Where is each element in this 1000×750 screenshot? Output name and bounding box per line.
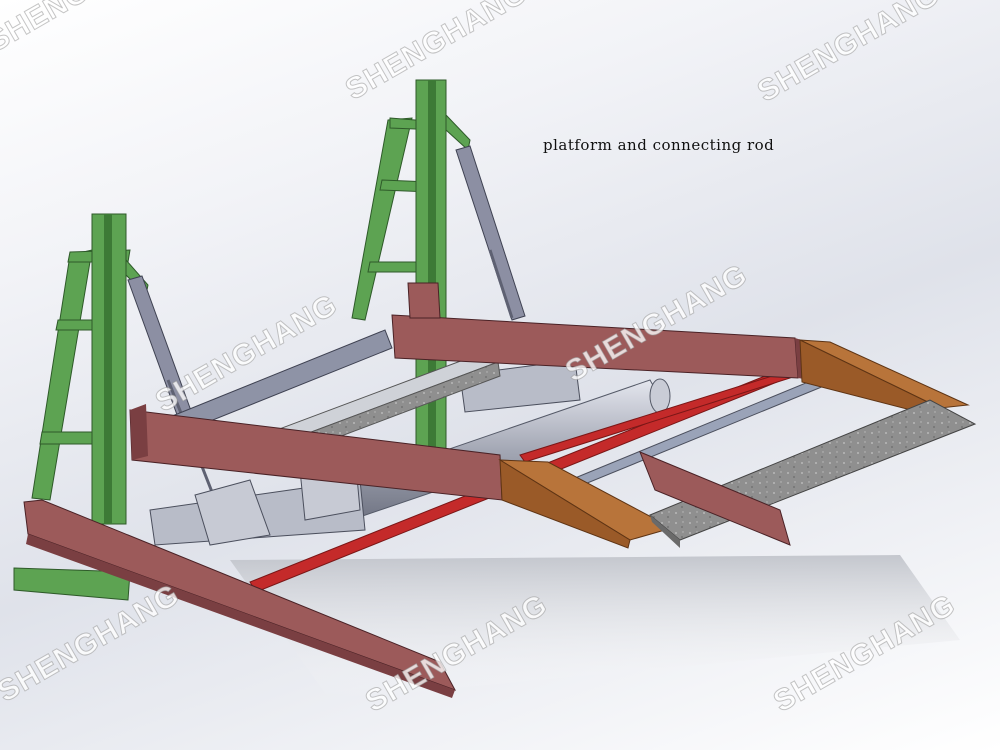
diagram-label: platform and connecting rod: [543, 136, 775, 154]
platform-deck-right: [649, 399, 977, 548]
base-frame: [23, 451, 791, 698]
rear-hydraulic-cylinder: [455, 145, 526, 321]
front-column: [13, 213, 149, 601]
orange-arms: [498, 339, 970, 549]
